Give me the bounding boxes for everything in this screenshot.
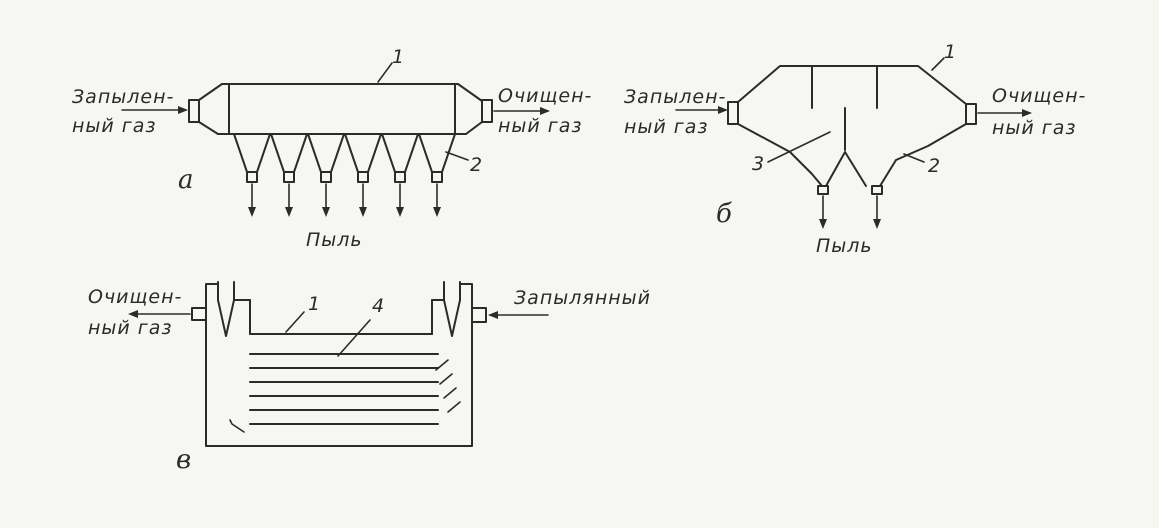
part-4-label-c: 4 bbox=[372, 295, 384, 317]
hopper-1-a bbox=[233, 133, 271, 173]
left-cone-c bbox=[217, 299, 235, 337]
return-flow-arrow-c bbox=[229, 419, 245, 433]
hopper-outlet-6-a bbox=[431, 171, 443, 183]
hopper-5-a bbox=[381, 133, 419, 173]
chamber-lower-left-b bbox=[737, 123, 823, 187]
leader-1-b bbox=[931, 57, 945, 71]
flow-arrow-3-c bbox=[443, 387, 457, 399]
inlet-label-a-line2: ный газ bbox=[72, 115, 157, 137]
figure-letter-b: б bbox=[716, 199, 732, 229]
dust-arrowhead-3-a bbox=[322, 207, 330, 217]
hopper-outlet-5-a bbox=[394, 171, 406, 183]
dust-arrowhead-2-b bbox=[873, 219, 881, 229]
inlet-flange-b bbox=[727, 101, 739, 125]
center-divider-b bbox=[825, 151, 867, 187]
dust-arrowhead-5-a bbox=[396, 207, 404, 217]
shelves-c bbox=[249, 353, 439, 425]
hopper-outlet-1-b bbox=[817, 185, 829, 195]
hopper-outlet-2-a bbox=[283, 171, 295, 183]
diagram-b: Запылен- ный газ Очищен- ный газ 1 2 3 П… bbox=[624, 41, 1086, 257]
part-2-label-b: 2 bbox=[928, 155, 940, 177]
inlet-label-c: Запылянный bbox=[514, 287, 651, 309]
leader-1-a bbox=[377, 62, 393, 83]
inlet-cone-bottom-a bbox=[198, 121, 219, 135]
diagram-c: Очищен- ный газ Запылянный 1 4 в bbox=[88, 281, 651, 475]
inlet-arrowhead-c bbox=[488, 311, 498, 319]
left-outlet-stub-c bbox=[191, 307, 207, 321]
hopper-4-a bbox=[344, 133, 382, 173]
diagram-a: Запылен- ный газ Очищен- ный газ 1 2 Пыл… bbox=[72, 46, 592, 251]
inlet-label-b-line1: Запылен- bbox=[624, 86, 726, 108]
hopper-2-a bbox=[270, 133, 308, 173]
figure-letter-c: в bbox=[176, 445, 191, 475]
hopper-outlet-1-a bbox=[246, 171, 258, 183]
right-pipe-outer-c bbox=[459, 283, 473, 297]
chamber-outer-c bbox=[205, 295, 473, 447]
outlet-label-c-line1: Очищен- bbox=[88, 286, 182, 308]
part-1-label-a: 1 bbox=[392, 46, 404, 68]
leader-2-a bbox=[445, 151, 469, 161]
inlet-label-a-line1: Запылен- bbox=[72, 86, 174, 108]
chamber-lower-right-b bbox=[879, 123, 967, 187]
outlet-label-b-line2: ный газ bbox=[992, 117, 1077, 139]
outlet-label-c-line2: ный газ bbox=[88, 317, 173, 339]
inlet-flange-a bbox=[188, 99, 200, 123]
flow-arrows-c bbox=[435, 359, 461, 413]
outlet-arrowhead-c bbox=[128, 310, 138, 318]
part-3-label-b: 3 bbox=[752, 153, 764, 175]
inlet-label-b-line2: ный газ bbox=[624, 116, 709, 138]
dust-arrowhead-4-a bbox=[359, 207, 367, 217]
flow-arrow-1-c bbox=[435, 359, 449, 371]
right-inlet-stub-c bbox=[471, 307, 487, 323]
dust-arrowhead-6-a bbox=[433, 207, 441, 217]
flow-arrow-4-c bbox=[447, 401, 461, 413]
hopper-outlet-4-a bbox=[357, 171, 369, 183]
outlet-arrowhead-b bbox=[1022, 109, 1032, 117]
outlet-cone-top-a bbox=[457, 83, 483, 102]
dust-label-b: Пыль bbox=[816, 235, 873, 257]
hopper-3-a bbox=[307, 133, 345, 173]
right-cone-c bbox=[443, 299, 461, 337]
outlet-cone-bottom-a bbox=[465, 121, 483, 135]
flow-arrow-2-c bbox=[439, 373, 453, 385]
leader-1-c bbox=[285, 311, 305, 333]
leader-2-b bbox=[903, 153, 925, 163]
inlet-arrowhead-a bbox=[178, 106, 188, 114]
leader-3-b bbox=[767, 131, 831, 163]
hopper-outlet-3-a bbox=[320, 171, 332, 183]
dust-arrowhead-2-a bbox=[285, 207, 293, 217]
part-2-label-a: 2 bbox=[470, 154, 482, 176]
dust-label-a: Пыль bbox=[306, 229, 363, 251]
outlet-flange-b bbox=[965, 103, 977, 125]
inlet-cone-top-a bbox=[198, 83, 223, 101]
part-1-label-c: 1 bbox=[308, 293, 320, 315]
outlet-label-a-line2: ный газ bbox=[498, 115, 583, 137]
outlet-label-b-line1: Очищен- bbox=[992, 85, 1086, 107]
hoppers-a bbox=[233, 133, 456, 217]
part-1-label-b: 1 bbox=[944, 41, 956, 63]
leader-4-c bbox=[337, 319, 371, 357]
chamber-top-b bbox=[737, 65, 967, 105]
figure-letter-a: а bbox=[178, 165, 194, 195]
dust-arrowhead-1-b bbox=[819, 219, 827, 229]
outlet-label-a-line1: Очищен- bbox=[498, 85, 592, 107]
outlet-arrowhead-a bbox=[540, 107, 550, 115]
left-pipe-outer-c bbox=[205, 283, 219, 297]
dust-arrowhead-1-a bbox=[248, 207, 256, 217]
inlet-arrowhead-b bbox=[718, 106, 728, 114]
hopper-outlet-2-b bbox=[871, 185, 883, 195]
outlet-flange-a bbox=[481, 99, 493, 123]
